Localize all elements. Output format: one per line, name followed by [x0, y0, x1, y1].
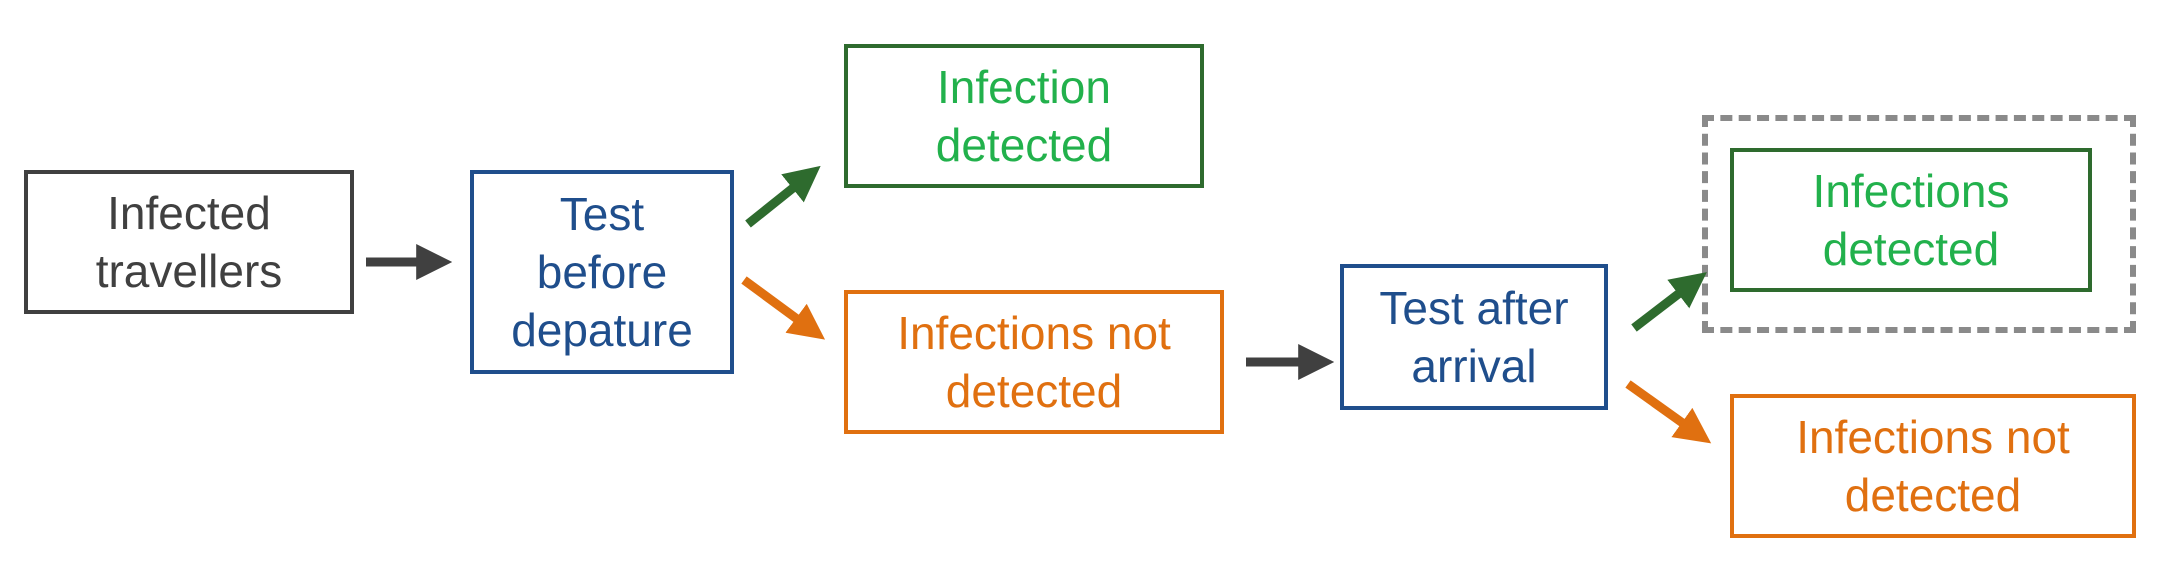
node-infections-not-detected-2-label: Infections not detected — [1796, 411, 2070, 521]
arrow-arrival-to-not-detected — [1625, 380, 1712, 444]
node-infected-travellers: Infected travellers — [24, 170, 354, 314]
arrow-test-to-not-detected — [741, 276, 826, 340]
node-test-before-departure-label: Test before depature — [511, 188, 693, 356]
node-infection-detected: Infection detected — [844, 44, 1204, 188]
node-test-after-arrival: Test after arrival — [1340, 264, 1608, 410]
node-test-after-arrival-label: Test after arrival — [1379, 282, 1569, 392]
node-infections-not-detected-1-label: Infections not detected — [897, 307, 1171, 417]
node-infection-detected-label: Infection detected — [935, 61, 1113, 171]
arrow-arrival-to-detected — [1631, 272, 1707, 332]
node-infections-detected: Infections detected — [1730, 148, 2092, 292]
node-infections-detected-label: Infections detected — [1812, 165, 2010, 275]
node-test-before-departure: Test before depature — [470, 170, 734, 374]
node-infections-not-detected-2: Infections not detected — [1730, 394, 2136, 538]
node-infected-travellers-label: Infected travellers — [95, 187, 283, 297]
arrow-test-to-detected — [745, 165, 821, 228]
node-infections-not-detected-1: Infections not detected — [844, 290, 1224, 434]
highlight-dashed-frame — [1702, 115, 2136, 333]
